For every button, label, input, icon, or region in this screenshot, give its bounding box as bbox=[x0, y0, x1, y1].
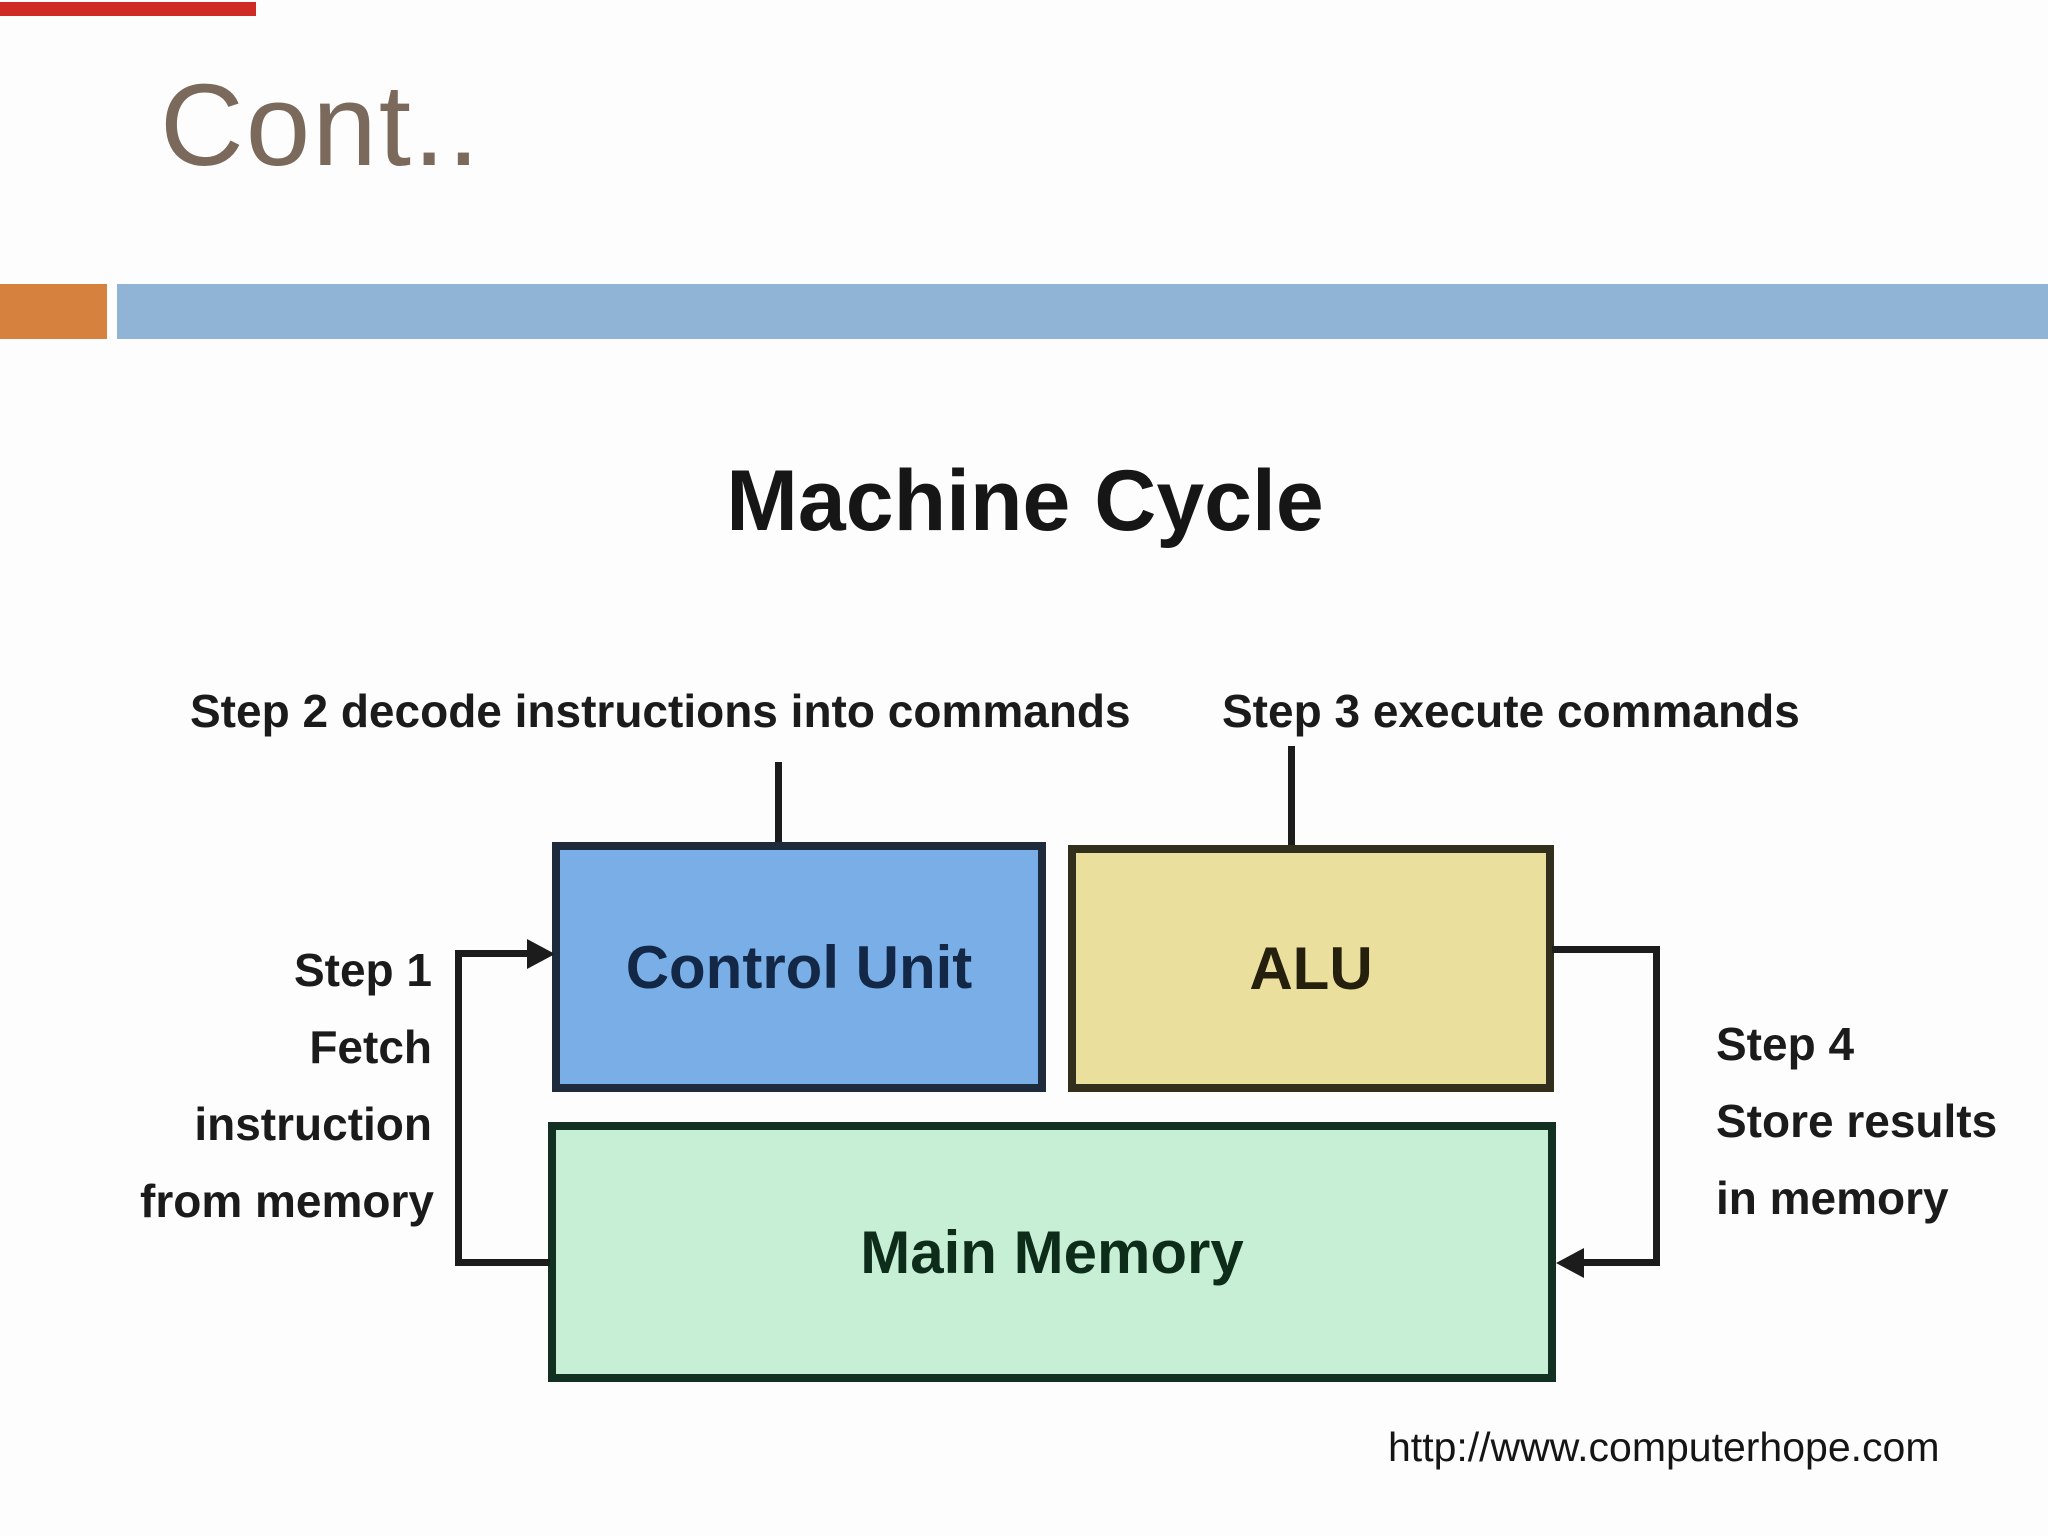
step1-path-bottom bbox=[455, 1259, 550, 1266]
step1-path-top bbox=[455, 950, 531, 957]
orange-accent-block bbox=[0, 284, 107, 339]
diagram-title: Machine Cycle bbox=[726, 453, 1324, 549]
step4-path-bottom bbox=[1582, 1259, 1660, 1266]
step1-label-line1: Step 1 bbox=[293, 944, 432, 996]
step1-arrowhead-icon bbox=[527, 939, 555, 969]
slide-title: Cont.. bbox=[160, 60, 482, 190]
source-url: http://www.computerhope.com bbox=[1388, 1424, 1940, 1470]
step4-label: Step 4 Store results in memory bbox=[1716, 1006, 2048, 1237]
main-memory-label: Main Memory bbox=[860, 1218, 1244, 1286]
blue-accent-band bbox=[117, 284, 2048, 339]
main-memory-box: Main Memory bbox=[548, 1122, 1556, 1382]
step1-label: Step 1 Fetch instruction from memory bbox=[140, 932, 434, 1240]
control-unit-label: Control Unit bbox=[625, 933, 973, 1001]
step4-arrowhead-icon bbox=[1556, 1248, 1584, 1278]
step1-path-vertical bbox=[455, 950, 462, 1266]
step4-path-vertical bbox=[1653, 946, 1660, 1266]
red-accent-strip bbox=[0, 2, 256, 16]
step1-label-line4: from memory bbox=[140, 1175, 434, 1227]
step1-label-line2: Fetch bbox=[309, 1021, 432, 1073]
step4-label-line3: in memory bbox=[1716, 1172, 1949, 1224]
step3-connector-line bbox=[1288, 746, 1295, 848]
step3-label: Step 3 execute commands bbox=[1222, 685, 1800, 737]
control-unit-box: Control Unit bbox=[552, 842, 1046, 1092]
step4-label-line2: Store results bbox=[1716, 1095, 1998, 1147]
step4-path-top bbox=[1552, 946, 1660, 953]
step2-label: Step 2 decode instructions into commands bbox=[190, 685, 1131, 737]
alu-box: ALU bbox=[1068, 845, 1554, 1092]
step4-label-line1: Step 4 bbox=[1716, 1018, 1855, 1070]
step1-label-line3: instruction bbox=[194, 1098, 432, 1150]
step2-connector-line bbox=[775, 762, 782, 846]
alu-label: ALU bbox=[1249, 935, 1373, 1002]
